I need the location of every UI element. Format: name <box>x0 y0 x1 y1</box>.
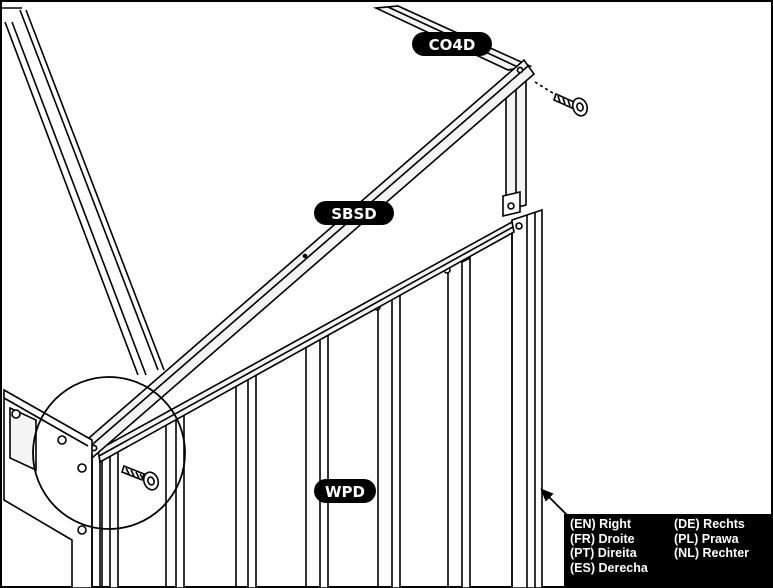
legend-row: (EN) Right (DE) Rechts <box>570 517 769 532</box>
legend-row: (ES) Derecha <box>570 561 769 576</box>
legend-nl: (NL) Rechter <box>674 546 750 561</box>
corner-post <box>502 78 527 218</box>
wall-panels <box>101 208 543 588</box>
legend-es: (ES) Derecha <box>570 560 648 575</box>
left-frame <box>3 388 101 588</box>
wall-top-channel <box>97 220 515 464</box>
co4d-label-text: CO4D <box>429 36 476 54</box>
legend-pl: (PL) Prawa <box>674 531 739 546</box>
roof-rafters <box>2 7 165 376</box>
legend-pt: (PT) Direita <box>570 546 637 561</box>
wpd-label-text: WPD <box>325 483 365 501</box>
co4d-label: CO4D <box>412 32 492 56</box>
legend-row: (PT) Direita (NL) Rechter <box>570 546 769 561</box>
legend-fr: (FR) Droite <box>570 531 635 546</box>
screw-icon <box>121 464 160 491</box>
sbsd-label-text: SBSD <box>331 205 377 223</box>
detail-circle-icon <box>32 376 186 530</box>
legend-row: (FR) Droite (PL) Prawa <box>570 532 769 547</box>
wpd-label: WPD <box>314 479 376 503</box>
screw-icon <box>534 81 589 117</box>
sbsd-label: SBSD <box>314 201 394 225</box>
side-legend: (EN) Right (DE) Rechts (FR) Droite (PL) … <box>564 514 773 588</box>
legend-en: (EN) Right <box>570 517 632 531</box>
legend-de: (DE) Rechts <box>674 517 745 531</box>
